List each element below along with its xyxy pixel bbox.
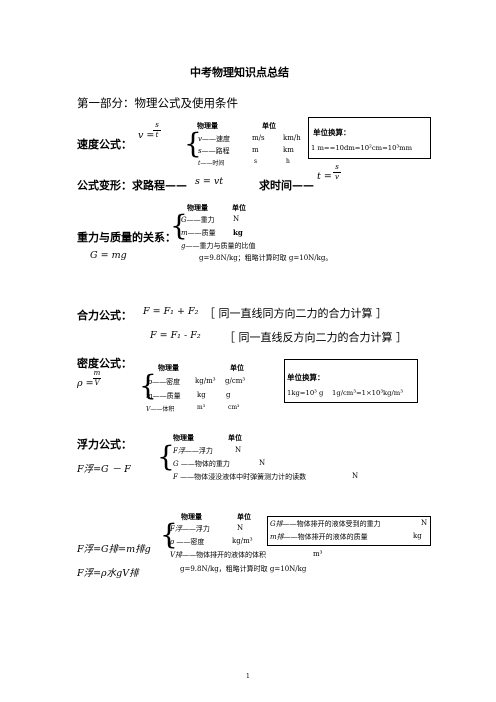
table-row: v——速度 [198,135,230,143]
gravity-formula: G = mg [90,250,127,261]
buoyancy-note: g=9.8N/kg，粗略计算时取 g=10N/kg [180,565,307,573]
buoyancy1-header-unit: 单位 [228,434,242,442]
gravity-note: g=9.8N/kg；粗略计算时取 g=10N/kg。 [199,254,333,262]
conversion-title: 单位换算： [287,373,325,382]
table-row: V——体积 [146,406,175,413]
speed-denominator: t [155,131,159,139]
resultant-label: 合力公式： [77,309,132,322]
fraction-bar [93,378,101,379]
speed-numerator: s [155,121,159,129]
table-cell: kg [197,391,206,399]
table-row: G ——物体的重力 [173,460,230,468]
table-row: m——质量 [146,392,181,400]
buoyancy1-header-quantity: 物理量 [173,434,194,442]
table-row: m——质量 [181,229,216,237]
density-header-unit: 单位 [230,364,244,372]
buoyancy1-brace: { [157,440,175,473]
buoyancy2-header-quantity: 物理量 [181,513,202,521]
gravity-brace: { [170,209,188,242]
density-formula-fraction: m V [93,370,101,387]
displaced-liquid-box: G排——物体排开的液体受到的重力 N m排——物体排开的液体的质量 kg [267,516,431,546]
buoyancy2-header-unit: 单位 [237,513,251,521]
table-cell: N [235,446,242,454]
transform-label: 公式变形：求路程—— [77,179,187,192]
table-cell: kg/m³ [195,377,216,385]
buoyancy-formula-archimedes: F浮=G排=m排g [77,544,151,555]
table-cell: s [254,158,258,165]
table-cell: N [352,472,359,480]
density-denominator: V [94,379,100,387]
table-row: ρ ——密度 [170,538,205,546]
buoyancy2-brace: { [160,518,178,551]
table-row: ρ——密度 [148,378,181,386]
density-brace: { [139,369,157,402]
section-heading: 第一部分：物理公式及使用条件 [77,96,238,110]
time-denominator: v [335,173,339,181]
time-label: 求时间—— [259,179,314,192]
distance-formula: s = vt [195,176,224,187]
time-numerator: s [335,163,339,171]
table-cell: N [421,519,428,527]
density-numerator: m [93,369,101,377]
speed-brace: { [184,127,202,160]
speed-label: 速度公式： [77,138,132,151]
table-cell: m/s [252,134,265,142]
density-header-quantity: 物理量 [158,364,179,372]
gravity-label: 重力与质量的关系： [77,231,176,244]
resultant-desc-opposite: ［ 同一直线反方向二力的合力计算 ］ [224,331,407,344]
buoyancy-formula-density: F浮=ρ水gV排 [77,568,139,579]
conversion-text: 1 m==10dm=10²cm=10³mm [311,144,413,152]
fraction-bar [333,172,341,173]
table-row: V排——物体排开的液体的体积 [170,551,267,559]
table-cell: g/cm³ [225,377,246,385]
table-row: F浮——浮力 [170,525,210,533]
density-label: 密度公式： [77,357,132,370]
speed-formula-lhs: v = [138,130,155,141]
table-row: s——路程 [198,147,230,155]
table-cell: N [237,524,244,532]
time-formula-lhs: t = [317,171,332,182]
speed-header-quantity: 物理量 [197,122,218,130]
density-formula-lhs: ρ = [77,378,94,389]
table-cell: m [252,146,259,154]
resultant-formula-same: F = F₁ + F₂ [143,306,199,317]
table-cell: km [283,146,294,154]
buoyancy-formula: F浮=G － F [77,464,131,475]
resultant-desc-same: ［ 同一直线同方向二力的合力计算 ］ [204,307,387,320]
table-row: G排——物体排开的液体受到的重力 [270,520,381,528]
gravity-header-quantity: 物理量 [187,204,208,212]
table-cell: h [286,158,290,165]
table-cell: km/h [283,134,301,142]
table-row: m排——物体排开的液体的质量 [270,533,368,541]
speed-formula-fraction: s t [153,122,161,139]
table-row: F ——物体浸没液体中时弹簧测力计的读数 [173,473,307,481]
buoyancy-label: 浮力公式： [77,438,132,451]
conversion-title: 单位换算： [313,128,351,137]
table-cell: N [259,459,266,467]
table-row: g——重力与质量的比值 [181,242,256,250]
table-cell: kg [413,532,422,540]
table-cell: m³ [313,550,323,558]
table-cell: kg [233,228,243,237]
time-formula-fraction: s v [333,164,341,181]
table-cell: g [226,391,231,399]
density-conversion-box: 单位换算： 1kg=10³ g 1g/cm³=1×10³kg/m³ [284,359,418,403]
resultant-formula-opposite: F = F₁ - F₂ [150,330,201,341]
fraction-bar [153,130,161,131]
table-row: G——重力 [181,216,215,224]
gravity-header-unit: 单位 [232,204,246,212]
table-cell: kg/m³ [232,537,253,545]
table-cell: m³ [197,404,206,411]
table-row: F浮——浮力 [173,447,213,455]
table-row: t——时间 [198,160,225,167]
table-cell: N [233,215,240,223]
table-cell: cm³ [228,404,240,411]
page-number: 1 [246,673,250,680]
speed-conversion-box: 单位换算： 1 m==10dm=10²cm=10³mm [308,117,431,159]
page-title: 中考物理知识点总结 [190,66,289,79]
conversion-text: 1kg=10³ g 1g/cm³=1×10³kg/m³ [287,389,403,397]
speed-header-unit: 单位 [262,122,276,130]
